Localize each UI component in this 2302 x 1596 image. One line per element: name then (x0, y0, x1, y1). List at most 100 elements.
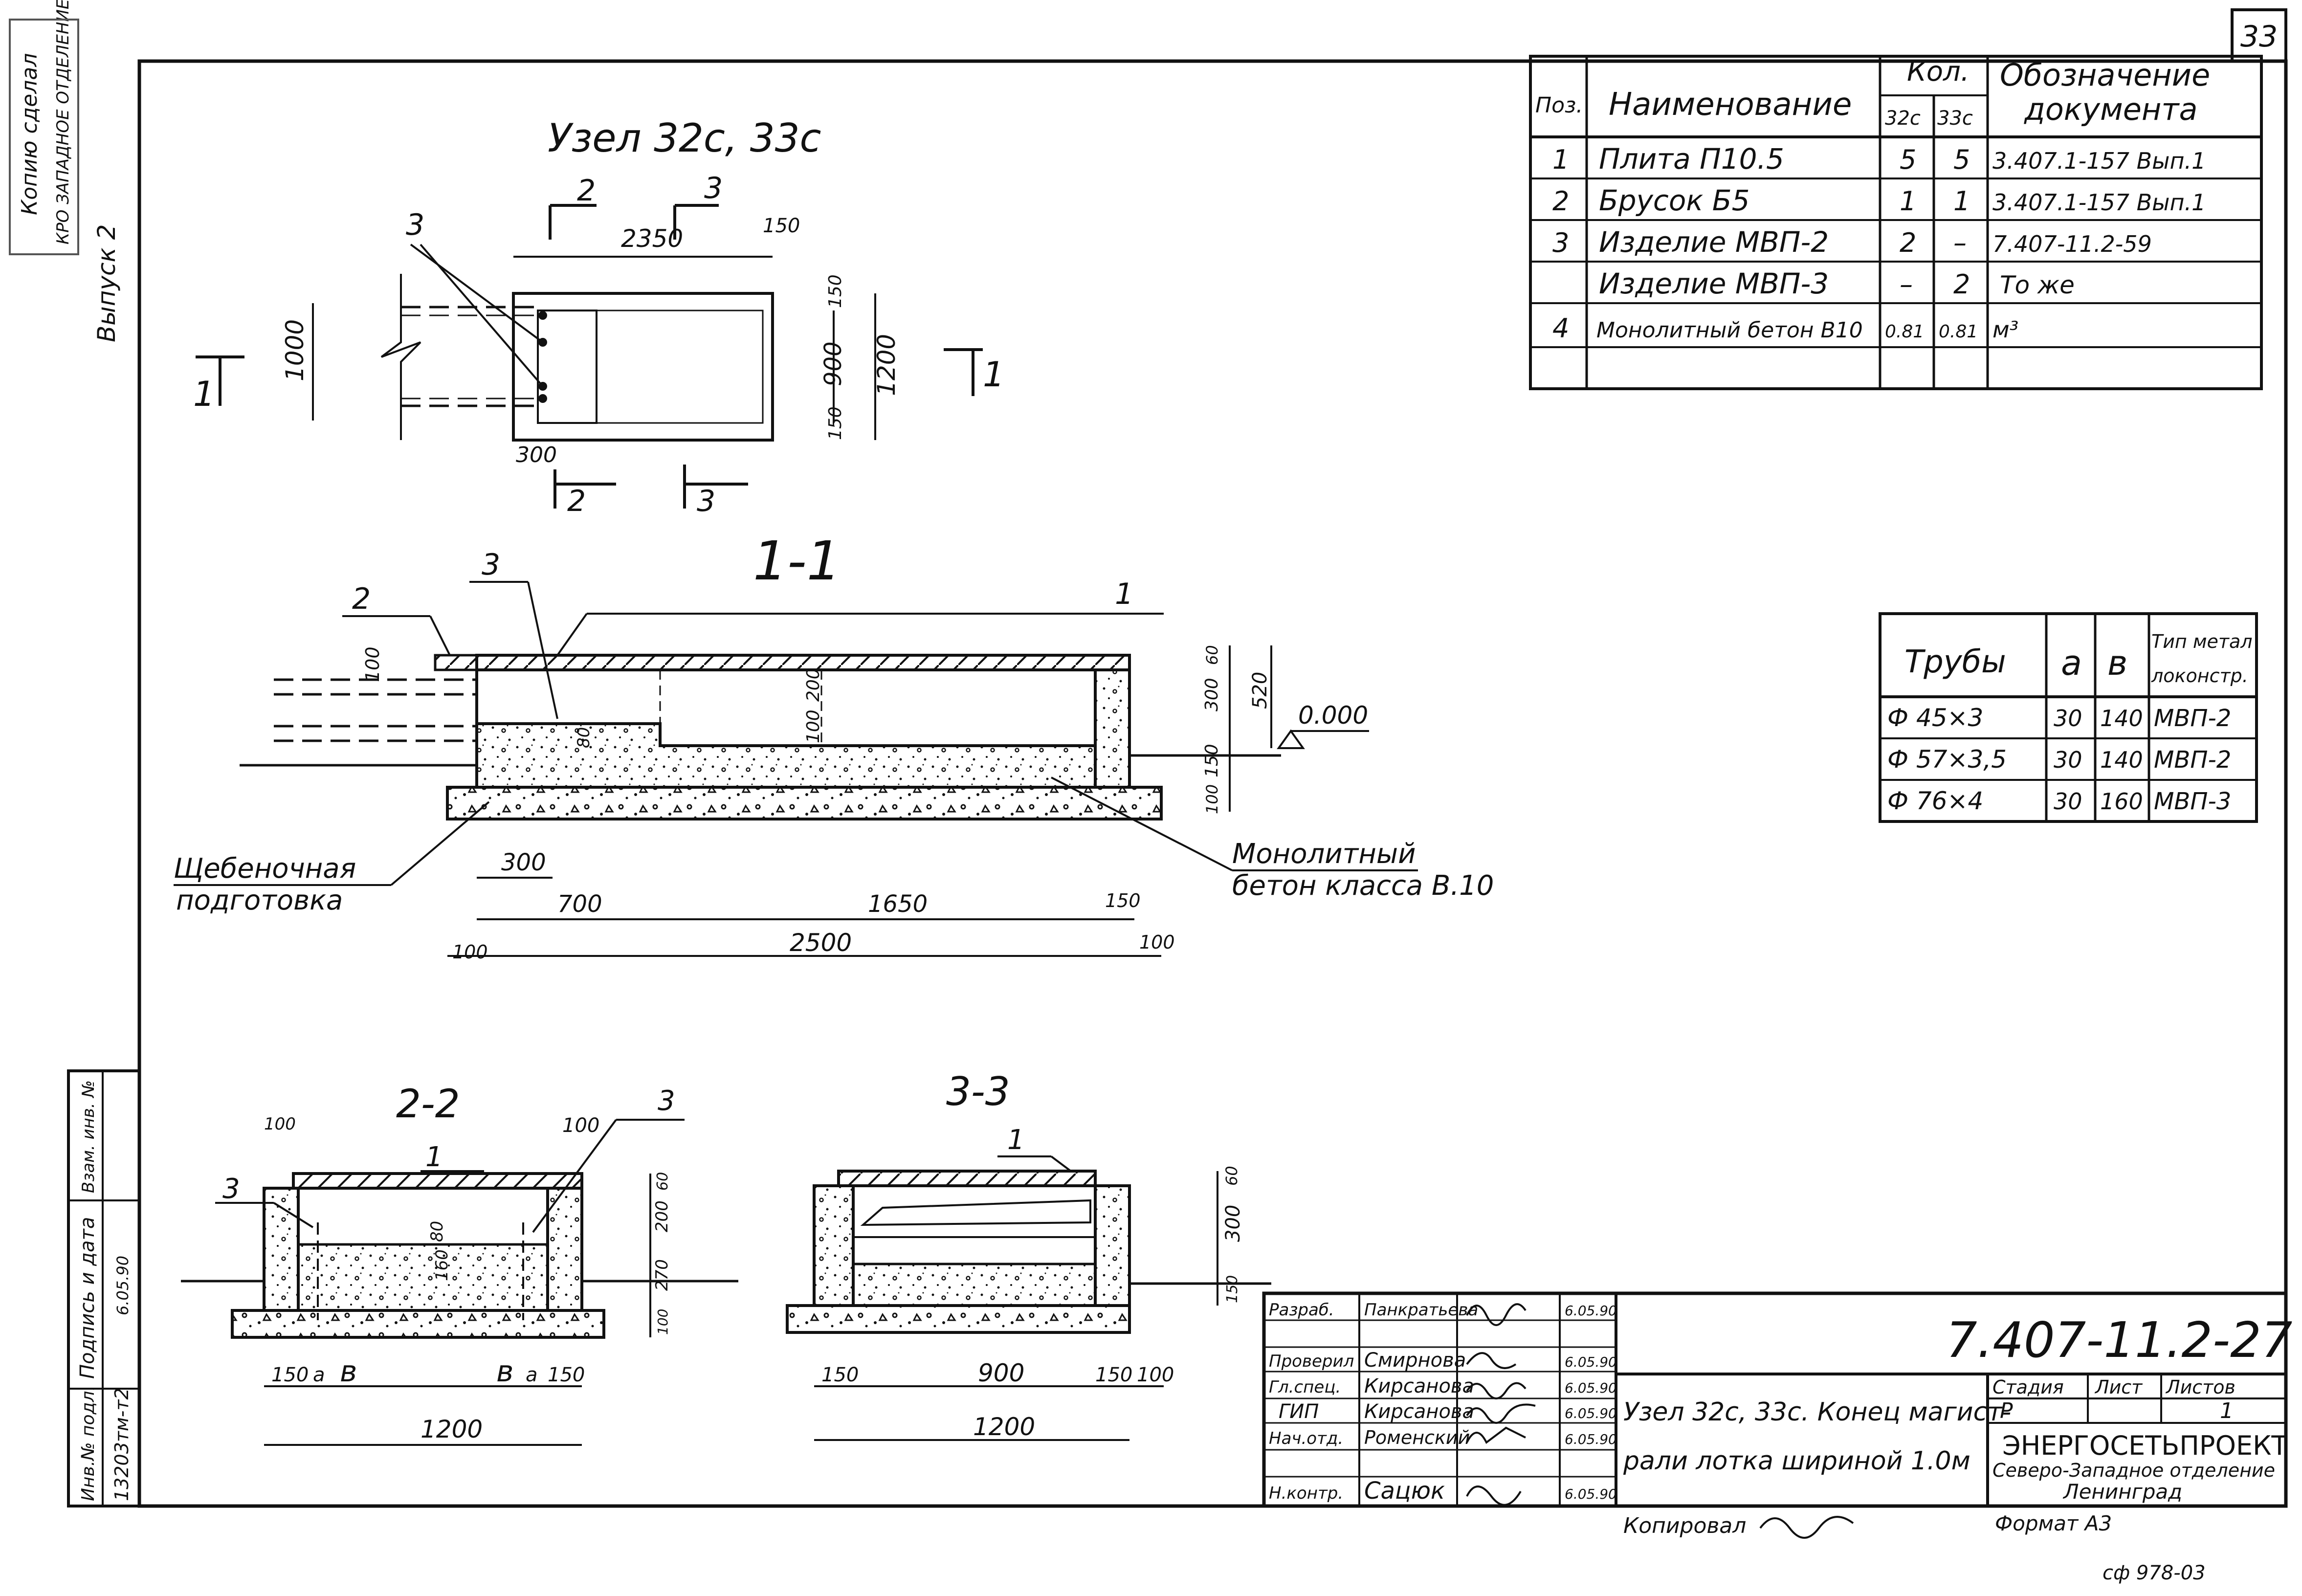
plan-anchor-1 (538, 311, 547, 320)
pipe-header-pipes: Трубы (1904, 644, 2006, 680)
pipe-row: Ф 45×3 30 140 МВП-2 (1887, 704, 2231, 732)
spec-row-pos: 3 (1552, 227, 1569, 258)
signature-mark (1466, 1352, 1517, 1369)
s33-base (786, 1304, 1131, 1334)
title-sheets-value: 1 (2220, 1398, 2234, 1423)
s22-dim-a-right: a (526, 1364, 538, 1386)
pipe-row-pipe: Ф 57×3,5 (1887, 745, 2007, 774)
section-1-1: 1-1 2 3 1 100 200 100 (174, 530, 1494, 963)
pipe-row: Ф 57×3,5 30 140 МВП-2 (1887, 745, 2231, 774)
plan-dim-1000: 1000 (281, 319, 309, 381)
pipe-header-a: а (2061, 643, 2082, 683)
s11-dim-700: 700 (557, 890, 602, 918)
spec-row-pos: 1 (1552, 144, 1569, 175)
plan-cut-1-right (944, 348, 983, 396)
spec-row-name: Изделие МВП-3 (1599, 267, 1829, 300)
side-stamp: Взам. инв. № Подпись и дата Инв.№ подл. … (67, 1069, 141, 1507)
title-role: ГИП (1279, 1400, 1319, 1423)
plan-trough-inner (537, 310, 764, 424)
plan-cut-2-top (549, 204, 597, 240)
spec-row-q33: – (1953, 227, 1967, 258)
title-role-date: 6.05.90 (1565, 1486, 1617, 1502)
spec-row-pos: 2 (1552, 186, 1569, 217)
spec-row-name: Брусок Б5 (1599, 184, 1749, 217)
title-text-1: Узел 32с, 33с. Конец магист- (1623, 1397, 2011, 1427)
s11-slab (475, 654, 1131, 671)
plan-cut-2-label-bottom: 2 (567, 484, 586, 518)
title-role-row: Н.контр. Сацюк 6.05.90 (1269, 1477, 1617, 1505)
side-stamp-frame (67, 1069, 141, 1507)
s22-dim-100-right: 100 (562, 1114, 599, 1137)
s33-dim-900: 900 (978, 1359, 1024, 1387)
section-3-3: 3-3 1 60 300 150 150 900 150 100 1200 (786, 1069, 1271, 1441)
s11-dim-100c: 100 (1203, 784, 1221, 814)
side-stamp-sign-date: 6.05.90 (113, 1256, 132, 1315)
spec-row-doc: м³ (1992, 316, 2018, 343)
s11-dim-200: 200 (803, 668, 823, 702)
stamp-copy-text: Копию сделал (17, 53, 42, 215)
s22-dim-100-left: 100 (264, 1114, 296, 1134)
plan-callout-3-leader-b (420, 244, 544, 387)
title-block-frame (1262, 1291, 2288, 1508)
pipe-header-type-1: Тип метал (2151, 631, 2253, 652)
title-role-row: Гл.спец. Кирсанова 6.05.90 (1269, 1375, 1617, 1397)
plan-anchor-4 (538, 394, 547, 403)
s22-dim-b-left: в (340, 1354, 357, 1389)
s11-callout-2: 2 (352, 582, 371, 616)
s11-level-mark: 0.000 (1298, 701, 1368, 730)
spec-header-q32: 32с (1885, 107, 1921, 130)
side-stamp-inv-label: Инв.№ подл. (78, 1385, 98, 1501)
s11-dim-1650: 1650 (868, 890, 928, 918)
plan-dim-150-r2: 150 (825, 406, 845, 440)
title-role-name: Панкратьева (1364, 1300, 1478, 1320)
plan-dim-300: 300 (516, 443, 557, 467)
spec-header-doc-1: Обозначение (2000, 57, 2210, 93)
pipe-row-a: 30 (2054, 747, 2082, 773)
s22-dim-a-left: a (313, 1364, 325, 1386)
s33-dim-1200: 1200 (973, 1413, 1035, 1441)
spec-header-doc-2: документа (2024, 91, 2198, 127)
spec-table-frame (1529, 55, 2263, 390)
s11-dim-300: 300 (1202, 678, 1222, 711)
s22-dim-100c: 100 (655, 1309, 671, 1335)
spec-row: 2 Брусок Б5 1 1 3.407.1-157 Вып.1 (1552, 184, 2206, 217)
s11-concrete-leader-b (1051, 776, 1233, 871)
s11-gravel-leader-b (390, 801, 490, 886)
spec-row-q33: 0.81 (1939, 322, 1978, 342)
title-sheet-header: Лист (2094, 1376, 2143, 1398)
sheet-number-box (2231, 8, 2287, 63)
plan-cut-1-label-left: 1 (193, 374, 215, 414)
s33-callout-1-leader-b (1050, 1155, 1072, 1172)
pipe-row: Ф 76×4 30 160 МВП-3 (1887, 787, 2231, 815)
pipe-row-b: 140 (2100, 747, 2143, 773)
title-stage-header: Стадия (1992, 1376, 2064, 1398)
s11-dim-100-right: 100 (1139, 931, 1175, 953)
title-role-date: 6.05.90 (1565, 1354, 1617, 1370)
signature-mark (1466, 1382, 1527, 1399)
side-stamp-inv-value: 13203тм-т2 (111, 1388, 133, 1501)
s22-base (231, 1309, 605, 1339)
stamp-box (9, 19, 79, 255)
plan-trough-outer (512, 292, 774, 442)
plan-dim-150-top: 150 (763, 215, 800, 237)
s22-slab (292, 1172, 583, 1190)
s33-dim-150-left: 150 (821, 1364, 859, 1386)
title-sheets-header: Листов (2165, 1376, 2236, 1398)
sheet-frame (137, 59, 2288, 1508)
plan-cut-3-top (673, 204, 719, 240)
plan-callout-3-leader-a (410, 244, 544, 343)
s11-right-wall (1094, 668, 1131, 789)
s11-callout-3-leader-b (527, 581, 558, 719)
s11-label-concrete-1: Монолитный (1232, 838, 1416, 870)
spec-row-name: Монолитный бетон В10 (1596, 318, 1863, 343)
s11-dim-150: 150 (1202, 744, 1222, 777)
spec-row-q32: 2 (1900, 227, 1916, 258)
s11-dim-100-left: 100 (452, 941, 488, 963)
s33-callout-1: 1 (1007, 1124, 1025, 1156)
spec-header-qty: Кол. (1907, 56, 1970, 88)
title-role: Проверил (1269, 1352, 1354, 1371)
title-text-2: рали лотка шириной 1.0м (1623, 1446, 1970, 1476)
s33-right-wall (1094, 1184, 1131, 1307)
signature-mark (1466, 1403, 1536, 1424)
spec-row-q32: 1 (1900, 186, 1916, 217)
